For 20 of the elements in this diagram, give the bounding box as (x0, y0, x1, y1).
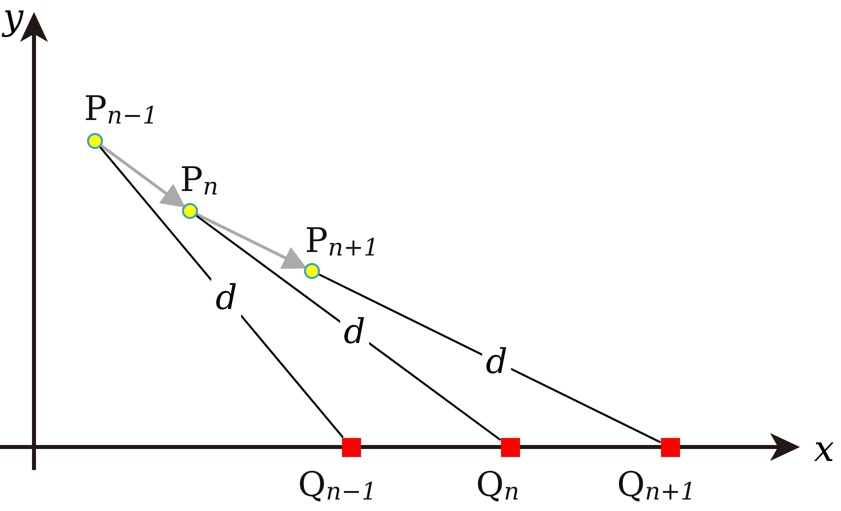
arrow (196, 213, 307, 269)
point-marker (182, 203, 198, 219)
point-marker (87, 133, 103, 149)
edge-label: d (212, 279, 242, 318)
arrow (100, 144, 186, 208)
point-label: Q$_{n+1}$ (617, 468, 696, 504)
point-label: P$_{n+1}$ (305, 224, 379, 260)
point-label: Q$_{n}$ (476, 468, 520, 504)
square-marker (660, 438, 680, 456)
connector-line (99, 146, 344, 438)
point-marker (304, 263, 320, 279)
connector-line (196, 214, 502, 441)
axis-label: x (814, 432, 834, 468)
point-label: P$_{n−1}$ (84, 92, 158, 128)
square-marker (500, 438, 520, 456)
point-label: Q$_{n−1}$ (298, 468, 377, 504)
square-marker (342, 438, 360, 456)
point-label: P$_{n}$ (180, 163, 218, 199)
axis-label: y (3, 0, 24, 36)
connector-line (318, 274, 661, 444)
